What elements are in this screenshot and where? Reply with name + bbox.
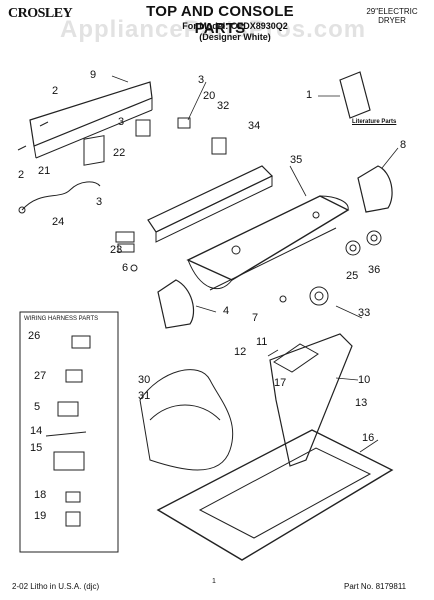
callout-2a: 2 xyxy=(52,85,59,97)
callout-3c: 3 xyxy=(96,196,103,208)
callout-11: 11 xyxy=(256,336,268,348)
callout-13: 13 xyxy=(355,397,368,409)
knob-36-part xyxy=(366,230,382,246)
callout-31: 31 xyxy=(138,390,151,402)
end-cap-right-part xyxy=(357,165,393,213)
callout-6: 6 xyxy=(122,262,129,274)
harness-part xyxy=(21,181,101,211)
knob-part xyxy=(231,245,241,255)
callout-26: 26 xyxy=(28,330,41,342)
callout-8: 8 xyxy=(400,139,407,151)
dryer-type: 29"ELECTRIC DRYER xyxy=(366,7,418,25)
callout-10: 10 xyxy=(358,374,371,386)
switch-part xyxy=(135,119,151,137)
callout-7: 7 xyxy=(252,312,259,324)
knob-25-part xyxy=(345,240,361,256)
callout-17: 17 xyxy=(274,377,287,389)
wiring-harness-title: WIRING HARNESS PARTS xyxy=(24,316,99,322)
callout-18: 18 xyxy=(34,489,47,501)
callout-24: 24 xyxy=(52,216,65,228)
callout-15: 15 xyxy=(30,442,43,454)
bracket-part xyxy=(83,135,105,166)
callout-33: 33 xyxy=(358,307,371,319)
wiring-harness-box xyxy=(19,311,119,553)
callout-30: 30 xyxy=(138,374,151,386)
footer-page-number: 1 xyxy=(212,578,216,585)
callout-21: 21 xyxy=(38,165,51,177)
watermark: AppliancePartsPros.com xyxy=(60,16,367,43)
literature-label: Literature Parts xyxy=(352,119,397,125)
console-frame-part xyxy=(147,165,274,233)
callout-34: 34 xyxy=(248,120,261,132)
callout-1: 1 xyxy=(306,89,313,101)
callout-3b: 3 xyxy=(118,116,125,128)
callout-20: 20 xyxy=(203,90,216,102)
callout-25: 25 xyxy=(346,270,359,282)
callout-23: 23 xyxy=(110,244,123,256)
lint-screen-part xyxy=(269,333,353,467)
rear-panel-part xyxy=(29,81,153,147)
brand-logo: CROSLEY xyxy=(8,6,73,21)
knob-33-part xyxy=(309,286,329,306)
footer-part-number: Part No. 8179811 xyxy=(344,582,407,591)
plug-part xyxy=(115,231,135,243)
page-title: TOP AND CONSOLE PARTS xyxy=(146,3,294,37)
console-part xyxy=(186,195,350,281)
callout-5: 5 xyxy=(34,401,41,413)
cabinet-top-part xyxy=(156,429,394,561)
footer-litho: 2-02 Litho in U.S.A. (djc) xyxy=(12,582,100,591)
lint-filter-part xyxy=(273,343,319,373)
callout-14: 14 xyxy=(30,425,43,437)
callout-16: 16 xyxy=(362,432,375,444)
callout-32: 32 xyxy=(217,100,230,112)
callout-22: 22 xyxy=(113,147,126,159)
callout-19: 19 xyxy=(34,510,47,522)
callout-2b: 2 xyxy=(18,169,25,181)
callout-35: 35 xyxy=(290,154,303,166)
callout-4: 4 xyxy=(223,305,230,317)
literature-part xyxy=(339,71,371,119)
callout-36: 36 xyxy=(368,264,381,276)
thermostat-part xyxy=(211,137,227,155)
callout-9: 9 xyxy=(90,69,97,81)
model-number: For Model: CEDX8930Q2 xyxy=(182,21,288,31)
main-harness-part xyxy=(139,369,234,471)
end-cap-left-part xyxy=(157,279,195,329)
callout-3a: 3 xyxy=(198,74,205,86)
model-color: (Designer White) xyxy=(199,32,271,42)
callout-27: 27 xyxy=(34,370,47,382)
callout-12: 12 xyxy=(234,346,247,358)
